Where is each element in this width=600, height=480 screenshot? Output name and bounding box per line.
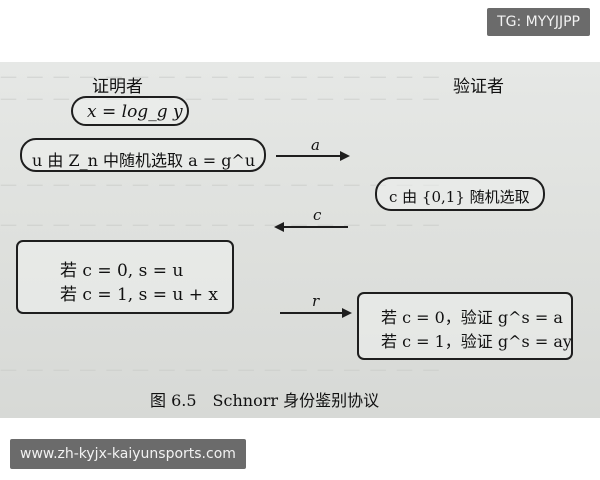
verifier-step-verify-line2: 若 c = 1，验证 g^s = ay [381, 332, 572, 351]
bleed-through-text: 一 一 一 一 一 一 一 一 一 一 一 一 一 一 一 一 一 [0, 362, 442, 382]
prover-step-response-line1: 若 c = 0, s = u [60, 261, 184, 281]
prover-step-commit: u 由 Z_n 中随机选取 a = g^u [20, 138, 266, 172]
arrow-c [274, 222, 348, 232]
prover-step-response-line2: 若 c = 1, s = u + x [60, 285, 218, 305]
prover-step-key-text: x = log_g y [87, 102, 183, 122]
arrow-a-label: a [311, 136, 320, 154]
prover-step-commit-text: u 由 Z_n 中随机选取 a = g^u [32, 151, 256, 170]
arrow-r [280, 308, 352, 318]
prover-step-response: 若 c = 0, s = u 若 c = 1, s = u + x [16, 240, 234, 314]
arrow-c-label: c [313, 206, 322, 224]
figure-caption: 图 6.5 Schnorr 身份鉴别协议 [150, 391, 380, 410]
verifier-step-verify: 若 c = 0，验证 g^s = a 若 c = 1，验证 g^s = ay [357, 292, 573, 360]
verifier-step-verify-line1: 若 c = 0，验证 g^s = a [381, 308, 563, 327]
bleed-through-text: 一 一 一 一 一 一 一 一 一 一 一 一 一 一 一 一 一 [0, 177, 442, 197]
prover-step-key: x = log_g y [71, 96, 189, 126]
prover-label: 证明者 [92, 77, 143, 97]
verifier-label: 验证者 [453, 77, 504, 97]
arrow-r-label: r [312, 292, 320, 310]
bleed-through-text: 一 一 一 一 一 一 一 一 一 一 一 一 一 一 一 一 一 [0, 217, 442, 237]
watermark-bottom: www.zh-kyjx-kaiyunsports.com [10, 439, 246, 469]
bleed-through-text: 一 一 一 一 一 一 一 一 一 一 一 一 一 一 一 一 一 [0, 69, 442, 89]
arrow-a [276, 151, 350, 161]
verifier-step-challenge: c 由 {0,1} 随机选取 [375, 177, 545, 211]
verifier-step-challenge-text: c 由 {0,1} 随机选取 [389, 188, 530, 206]
watermark-top: TG: MYYJJPP [487, 8, 590, 36]
